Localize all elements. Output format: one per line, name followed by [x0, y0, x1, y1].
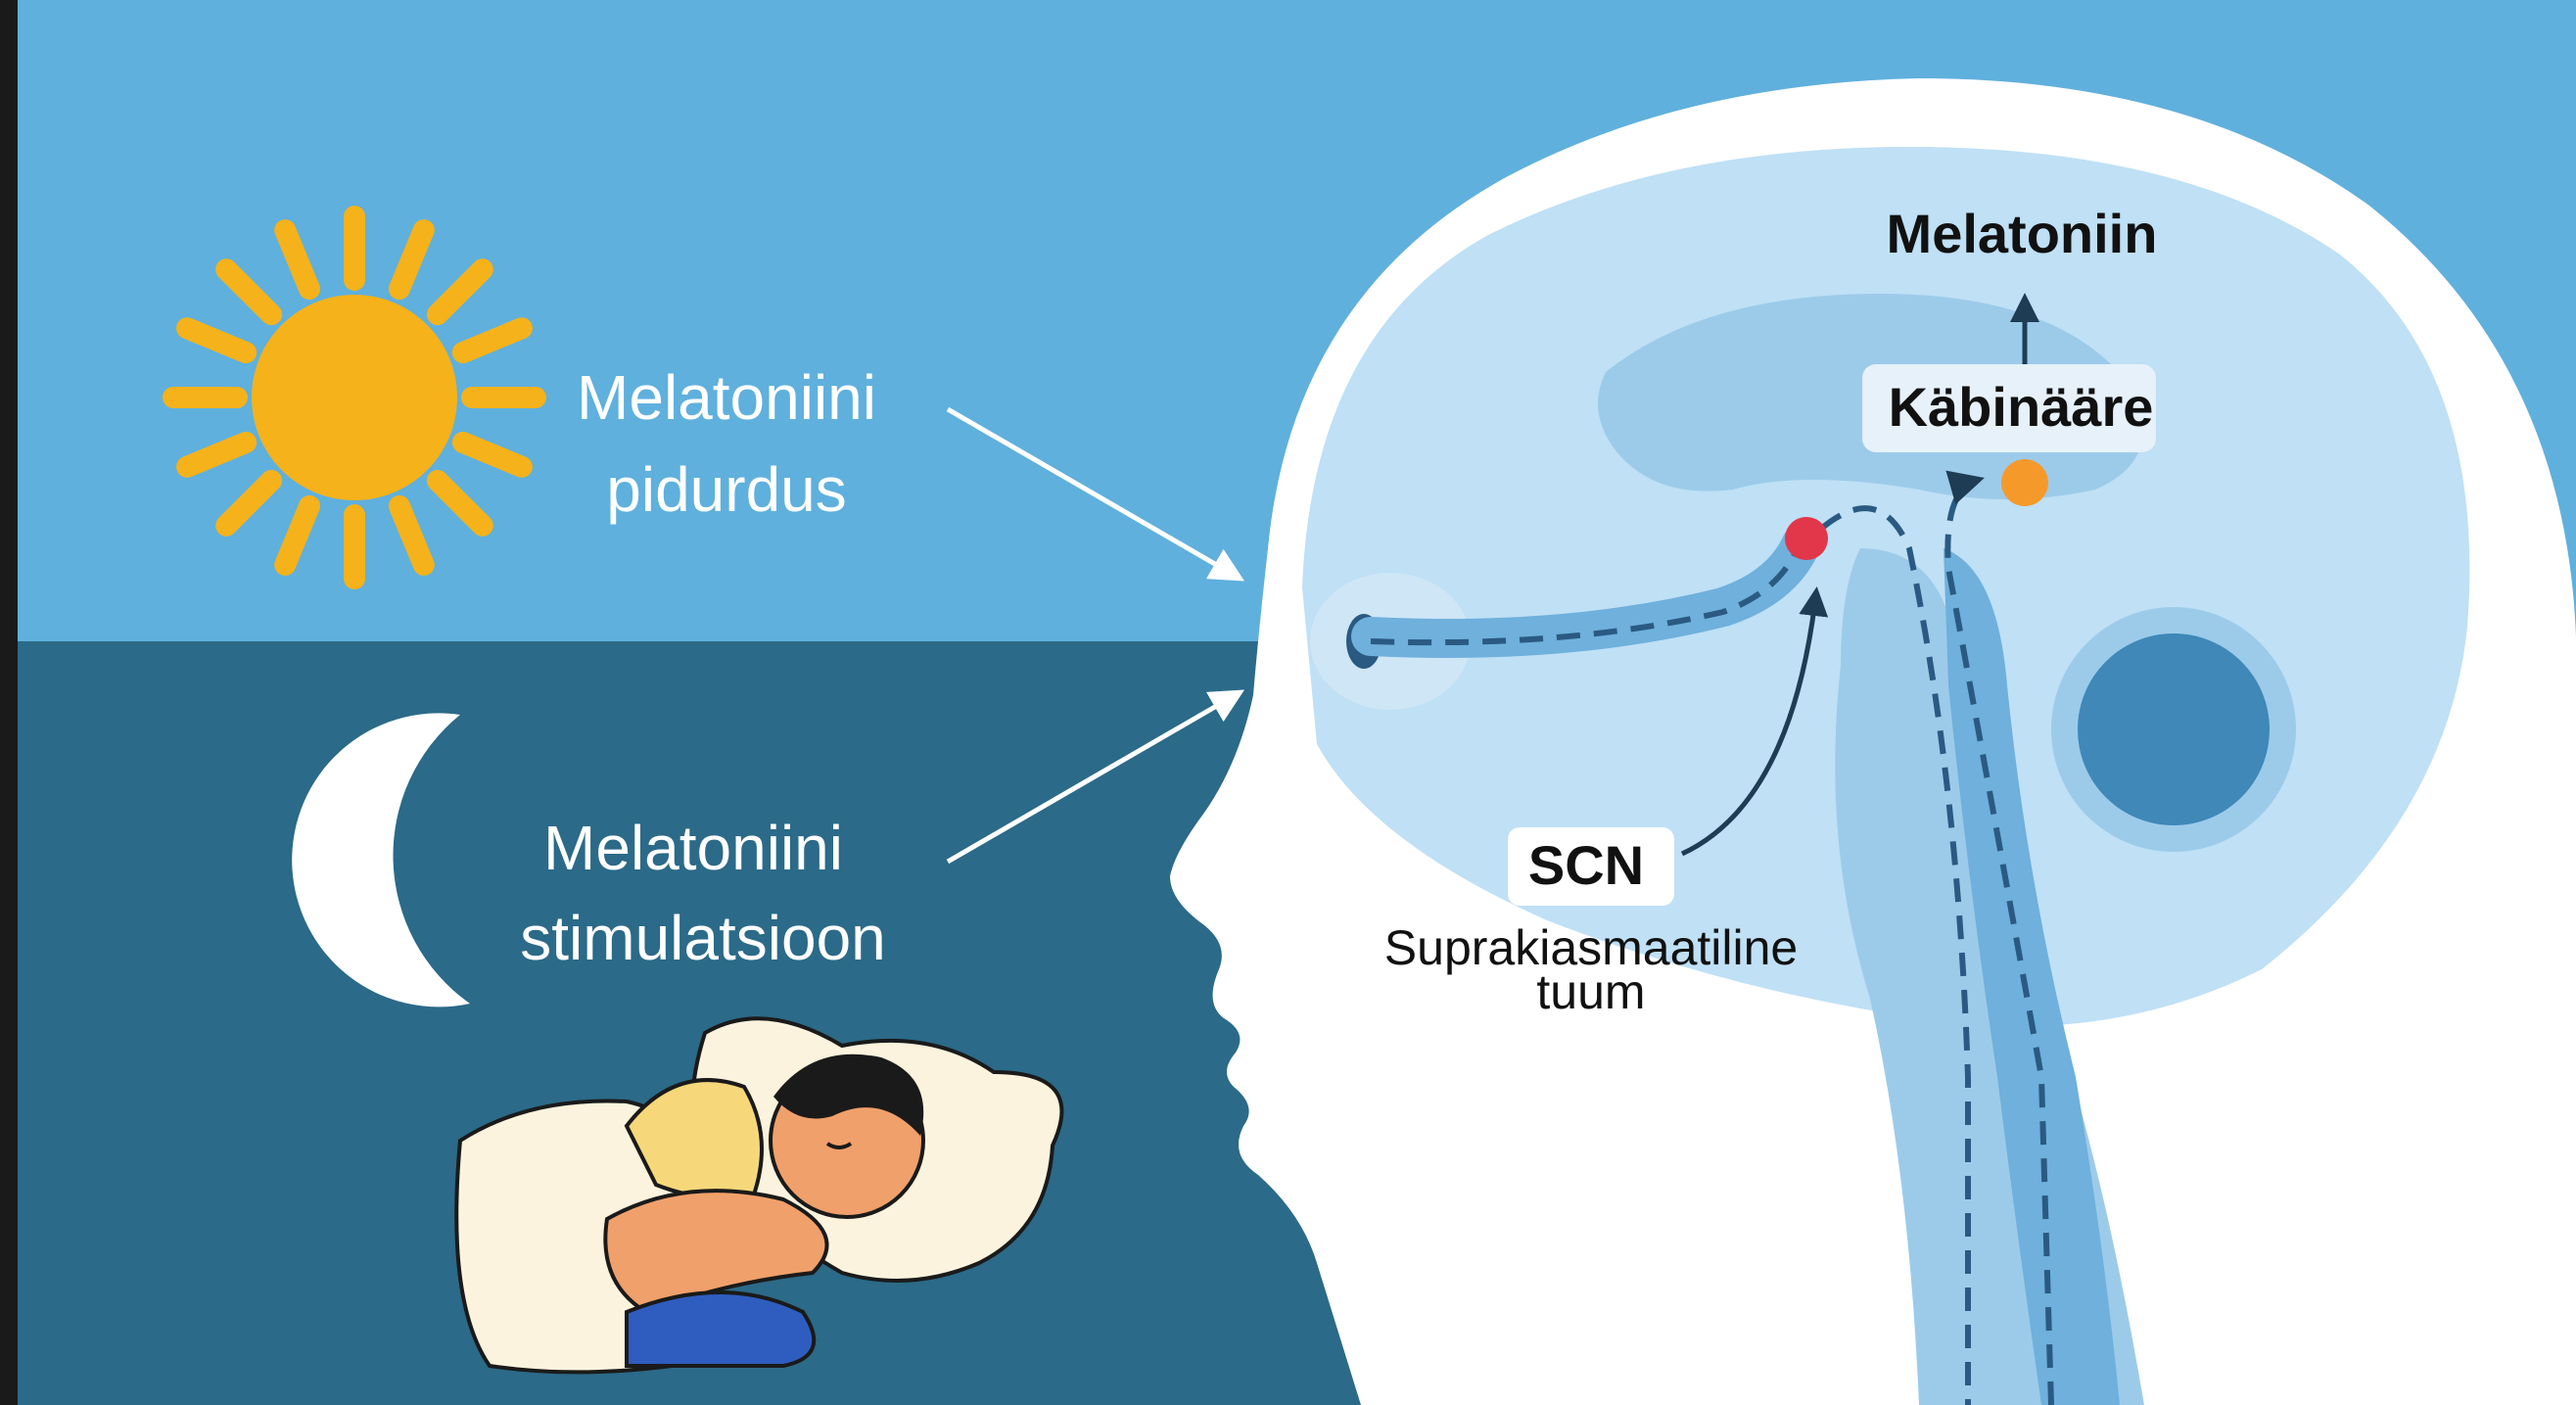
scn-label: SCN [1528, 834, 1644, 896]
stimulation-label-line1: Melatoniini [543, 813, 843, 883]
melatonin-label: Melatoniin [1887, 203, 2158, 264]
suppression-label-line1: Melatoniini [577, 362, 876, 433]
sun-icon [173, 216, 536, 579]
suppression-label-line2: pidurdus [606, 454, 847, 525]
pineal-dot [2001, 459, 2048, 506]
stimulation-label-line2: stimulatsioon [520, 903, 886, 973]
scn-full-line2: tuum [1536, 964, 1645, 1019]
scn-dot [1785, 517, 1828, 560]
cerebellum-core [2078, 633, 2270, 825]
pineal-label: Käbinääre [1889, 376, 2154, 438]
